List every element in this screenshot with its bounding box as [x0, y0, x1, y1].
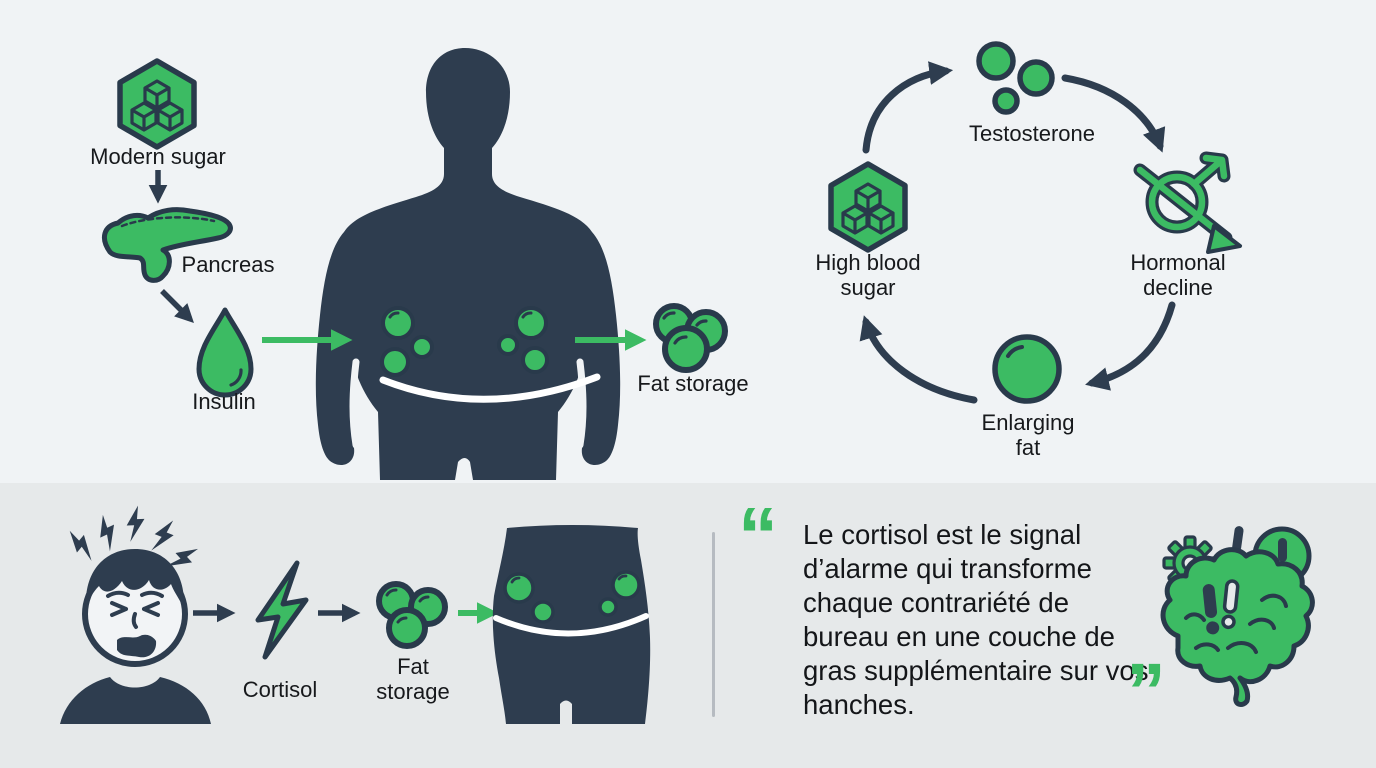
overweight-body-silhouette: [315, 48, 621, 480]
high-blood-sugar-label: High blood sugar: [815, 250, 921, 300]
waist-line-2: [493, 613, 649, 637]
stressed-brain-icon: [1160, 526, 1315, 707]
cortisol-lightning-icon: [255, 560, 309, 660]
cycle-arrow-sugar-to-testosterone: [862, 61, 954, 154]
modern-sugar-hexagon-icon: [120, 61, 194, 147]
top-panel: [0, 0, 1376, 483]
cycle-arrow-testosterone-to-decline: [1061, 74, 1166, 153]
enlarging-fat-label: Enlarging fat: [981, 410, 1075, 460]
pancreas-label: Pancreas: [181, 252, 275, 277]
cycle-arrow-decline-to-fat: [1085, 301, 1176, 391]
belly-silhouette: [492, 525, 651, 724]
bottom-panel: [0, 483, 1376, 768]
fat-storage-label-2: Fat storage: [376, 654, 450, 704]
belly-fat-cells-icon: [380, 306, 549, 377]
testosterone-label: Testosterone: [969, 121, 1095, 146]
fat-storage-icon: [653, 303, 728, 373]
cortisol-label: Cortisol: [242, 677, 318, 702]
brain-icon: [1160, 547, 1315, 707]
cycle-arrow-fat-to-sugar: [859, 315, 978, 404]
insulin-droplet-icon: [196, 307, 254, 398]
high-blood-sugar-hexagon-icon: [831, 164, 905, 250]
modern-sugar-label: Modern sugar: [90, 144, 226, 169]
pancreas-icon: [101, 207, 233, 283]
testosterone-cells-icon: [976, 41, 1055, 115]
waist-line: [379, 373, 601, 403]
arrow-pancreas-to-insulin: [160, 289, 194, 323]
enlarging-fat-cell-icon: [992, 334, 1062, 404]
divider: [712, 532, 715, 717]
stressed-man-icon: [60, 505, 211, 724]
insulin-label: Insulin: [192, 389, 256, 414]
hormonal-decline-icon: [1133, 151, 1242, 254]
quote-text: Le cortisol est le signal d’alarme qui t…: [803, 519, 1149, 720]
open-quote-icon: “: [738, 491, 778, 580]
fat-storage-icon-2: [376, 581, 448, 649]
fat-storage-label: Fat storage: [637, 371, 749, 396]
close-quote-icon: ”: [1126, 647, 1166, 736]
hormonal-decline-label: Hormonal decline: [1130, 250, 1226, 300]
